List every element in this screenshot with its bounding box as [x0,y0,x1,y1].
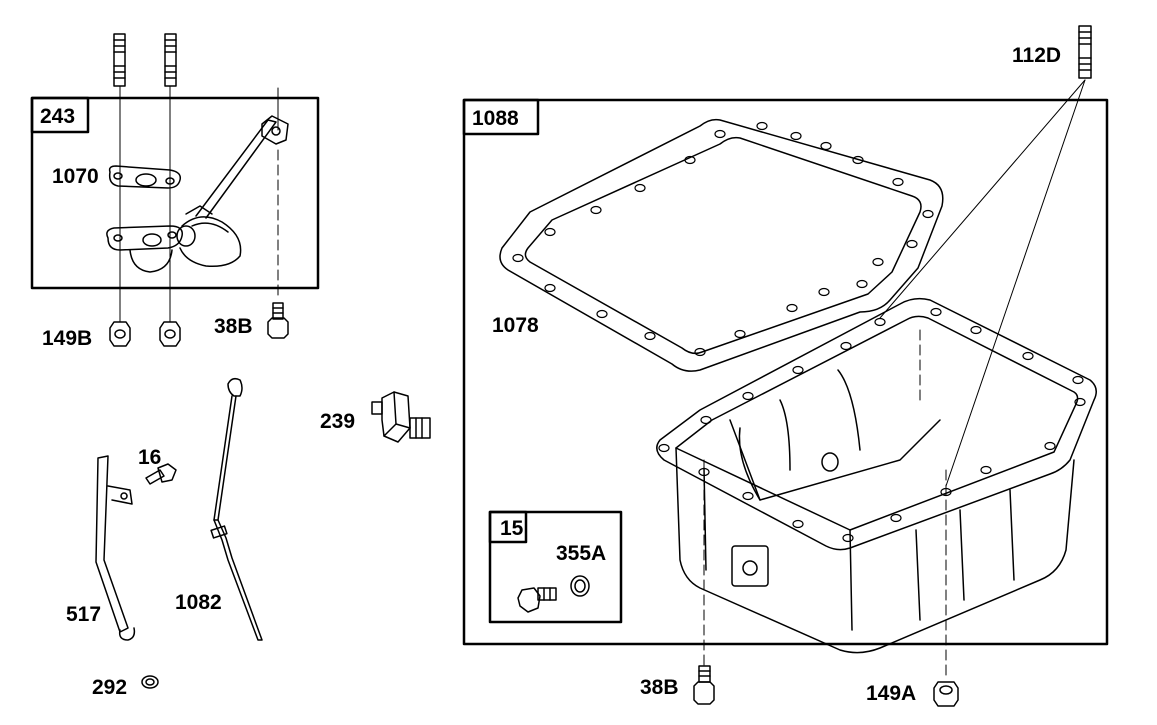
bolt-16 [145,463,177,485]
nut-149B-left [109,321,131,347]
bolt-38B-top [267,302,289,339]
label-1088: 1088 [472,107,519,130]
stud-112D [1078,25,1092,79]
label-355A: 355A [556,542,606,565]
label-292: 292 [92,676,127,699]
oil-pan-gasket-1078 [499,118,944,372]
oil-pan [656,297,1097,654]
label-517: 517 [66,603,101,626]
label-1082: 1082 [175,591,222,614]
oil-pressure-sensor-239 [371,391,431,443]
label-38B-bottom: 38B [640,676,679,699]
group-15-box [488,510,623,624]
bolt-38B-bottom [693,665,715,705]
drain-plug-bolt [517,587,557,613]
label-1070: 1070 [52,165,99,188]
pickup-gasket-1070 [108,165,182,189]
label-239: 239 [320,410,355,433]
label-38B-top: 38B [214,315,253,338]
clip-292 [141,675,159,689]
stud-left [113,33,126,87]
label-149A: 149A [866,682,916,705]
nut-149B-right [159,321,181,347]
label-149B: 149B [42,327,92,350]
nut-149A [933,681,959,707]
label-112D: 112D [1012,44,1061,67]
dipstick-1082 [210,377,263,641]
group-243-box [30,96,320,290]
drain-washer-355A [570,575,590,597]
group-1088-box [462,98,1109,646]
stud-right [164,33,177,87]
label-15: 15 [500,517,524,540]
label-16: 16 [138,446,161,469]
dipstick-tube-517 [95,455,136,641]
label-1078: 1078 [492,314,539,337]
oil-pickup-243 [106,115,289,273]
label-243: 243 [40,105,75,128]
